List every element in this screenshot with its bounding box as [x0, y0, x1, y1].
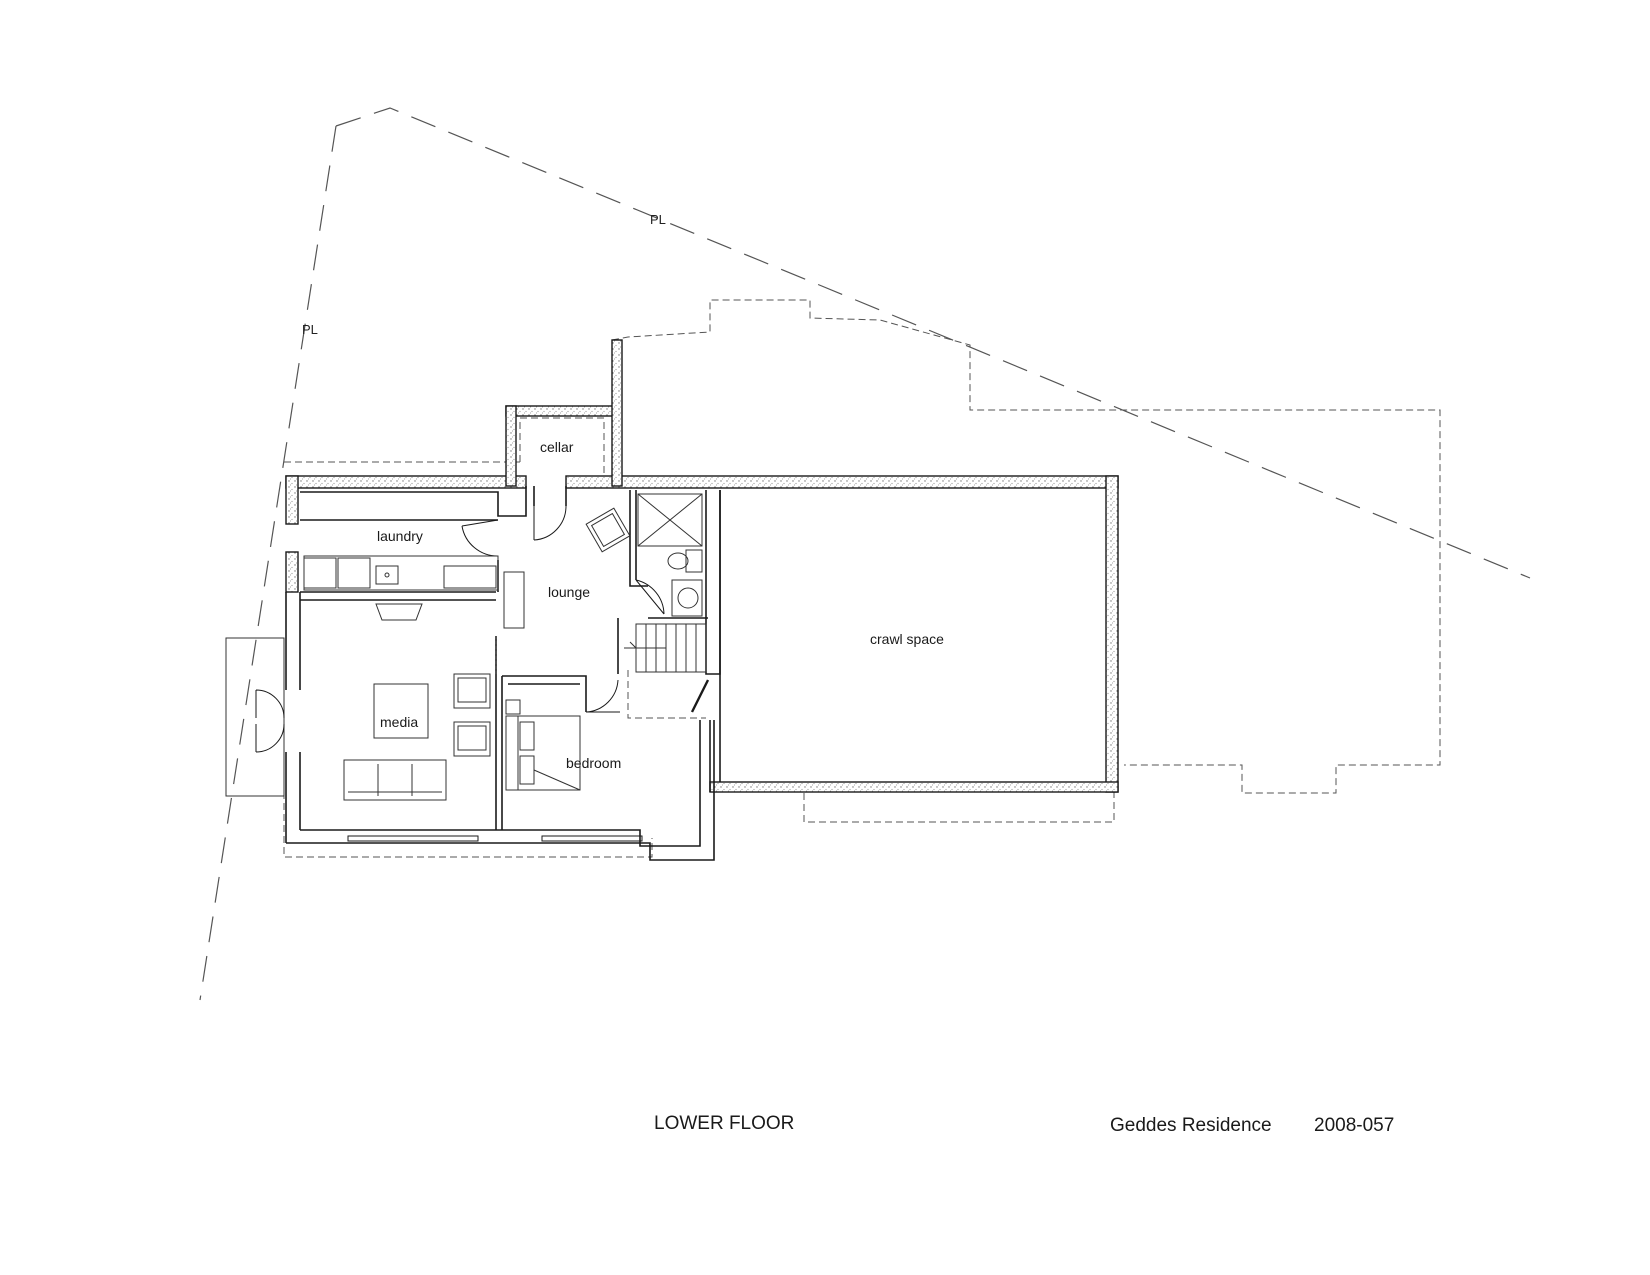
window-bedroom: [541, 835, 643, 842]
door-bath: [635, 579, 665, 615]
wall-north-east: [565, 475, 1119, 489]
media-chair-2-seat: [457, 725, 487, 751]
upper-outline-stair: [627, 670, 706, 719]
wall-south: [286, 720, 715, 861]
framed-walls: [285, 486, 721, 861]
laundry-dryer: [337, 557, 371, 589]
bedroom-nightstand: [505, 699, 521, 715]
property-line-west: [199, 125, 337, 1001]
laundry-counter: [303, 555, 499, 591]
door-media-west: [255, 689, 285, 753]
media-fireplace: [375, 603, 423, 621]
bedroom-pillow-2: [519, 755, 535, 785]
room-label-crawl-space: crawl space: [870, 631, 944, 647]
room-labels: cellar laundry lounge media bedroom craw…: [377, 439, 944, 771]
bath-toilet-bowl: [667, 552, 689, 570]
room-label-lounge: lounge: [548, 584, 590, 600]
lounge-armchair: [585, 507, 631, 553]
project-number: 2008-057: [1314, 1115, 1395, 1136]
bedroom-furniture: [505, 699, 581, 791]
wall-south-inner: [300, 720, 701, 847]
media-furniture: [343, 603, 491, 801]
pl-mark-west: PL: [302, 322, 318, 337]
project-name: Geddes Residence: [1110, 1115, 1272, 1136]
upper-outline-south-west: [283, 792, 653, 858]
wall-crawl-east: [1105, 475, 1119, 793]
laundry-cabinet: [443, 565, 497, 589]
room-label-cellar: cellar: [540, 439, 574, 455]
pl-mark-north: PL: [650, 212, 666, 227]
doors: [255, 505, 710, 753]
wall-bath-west: [629, 490, 648, 587]
wall-laundry-north: [300, 486, 527, 517]
door-crawl-access: [690, 679, 710, 713]
wall-crawl-south: [709, 781, 1119, 793]
bath-vanity: [671, 579, 703, 617]
stair: [624, 623, 707, 673]
concrete-walls: [285, 339, 1119, 793]
laundry-sink: [375, 565, 399, 585]
wall-west-upper: [285, 475, 299, 525]
property-line-north: [335, 107, 1531, 579]
bath-toilet-tank: [685, 549, 703, 573]
wall-west-mid: [285, 551, 299, 593]
bath-basin: [677, 587, 699, 609]
door-bedroom: [585, 679, 620, 713]
bedroom-blanket: [533, 769, 581, 791]
drawing-title: LOWER FLOOR: [654, 1113, 795, 1134]
upper-outline-south: [803, 780, 1115, 823]
west-deck: [225, 637, 285, 797]
door-cellar: [533, 505, 567, 541]
media-ottoman: [373, 683, 429, 739]
lounge-furniture: [503, 507, 631, 629]
bedroom-bed: [505, 715, 581, 791]
room-label-bedroom: bedroom: [566, 755, 621, 771]
stair-arrow: [624, 641, 638, 649]
pl-markers: PL PL: [302, 212, 666, 337]
wall-cellar-west: [505, 405, 517, 487]
wall-bedroom-north: [502, 675, 587, 712]
bedroom-pillow-1: [519, 721, 535, 751]
upper-floor-outline: [283, 299, 1441, 858]
laundry-drain: [384, 572, 390, 578]
upper-outline-north: [611, 299, 1441, 794]
laundry-washer: [303, 557, 337, 589]
wall-cellar-north: [505, 405, 621, 417]
media-chair-2: [453, 721, 491, 757]
bath-shower: [637, 493, 703, 547]
wall-north-west: [285, 475, 527, 489]
media-sofa: [343, 759, 447, 801]
upper-outline-cellar: [519, 417, 605, 478]
window-media: [347, 835, 479, 842]
wall-cellar-east: [611, 339, 623, 487]
media-chair-1: [453, 673, 491, 709]
bath-fixtures: [637, 493, 703, 617]
wall-stair-east: [705, 490, 721, 675]
deck-outline: [225, 637, 285, 797]
bedroom-headboard: [505, 715, 519, 791]
property-lines: [199, 107, 1531, 1001]
room-label-media: media: [380, 714, 418, 730]
bath-shower-diag-2: [637, 493, 703, 547]
laundry-fixtures: [303, 555, 499, 591]
room-label-laundry: laundry: [377, 528, 423, 544]
door-laundry: [461, 519, 499, 557]
media-chair-1-seat: [457, 677, 487, 703]
windows: [347, 835, 643, 842]
lounge-console: [503, 571, 525, 629]
